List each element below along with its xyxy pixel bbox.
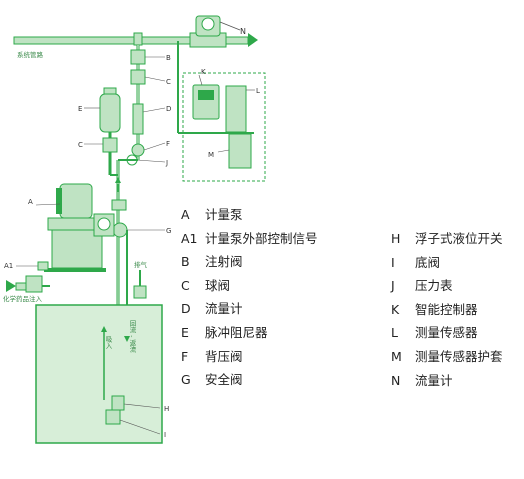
label-h: H	[164, 405, 169, 413]
label-g: G	[166, 227, 171, 235]
pulsation-damper-e	[99, 87, 121, 175]
sensor-housing-m	[228, 133, 252, 169]
return-label: 回流 - 返流	[128, 320, 136, 354]
backpressure-valve-f	[131, 143, 145, 157]
label-j: J	[165, 159, 168, 167]
external-signal-a1	[16, 261, 49, 271]
label-i: I	[164, 431, 166, 439]
ball-valve-c2	[102, 137, 118, 153]
label-c: C	[166, 78, 171, 86]
chemical-inlet	[6, 275, 50, 293]
label-f: F	[166, 140, 170, 148]
label-l: L	[256, 87, 260, 95]
injection-line	[126, 32, 146, 166]
label-d: D	[166, 105, 171, 113]
label-k: K	[201, 68, 206, 76]
foot-valve-i	[105, 409, 121, 425]
suction-label: 吸入	[104, 336, 112, 350]
exhaust	[133, 270, 147, 299]
flowmeter-n	[195, 15, 241, 37]
discharge-line	[110, 159, 138, 330]
label-a: A	[28, 198, 33, 206]
chemical-tank	[35, 304, 163, 444]
label-b: B	[166, 54, 171, 62]
sensor-l	[225, 85, 247, 133]
label-e: E	[78, 105, 82, 113]
foot-valve-assembly	[105, 395, 125, 425]
system-pipe-label: 系统管路	[17, 50, 44, 59]
controller-enclosure	[177, 41, 266, 182]
label-n: N	[240, 27, 246, 36]
label-c2: C	[78, 141, 83, 149]
chemical-inlet-label: 化学药品注入	[3, 294, 43, 303]
injection-valve-b	[130, 49, 146, 65]
ball-valve-c	[130, 69, 146, 85]
flowmeter-d	[132, 103, 144, 135]
label-m: M	[208, 151, 214, 159]
label-a1: A1	[4, 262, 13, 270]
float-switch-h	[111, 395, 125, 411]
metering-pump-a	[44, 183, 115, 272]
exhaust-label: 排气	[134, 260, 148, 269]
